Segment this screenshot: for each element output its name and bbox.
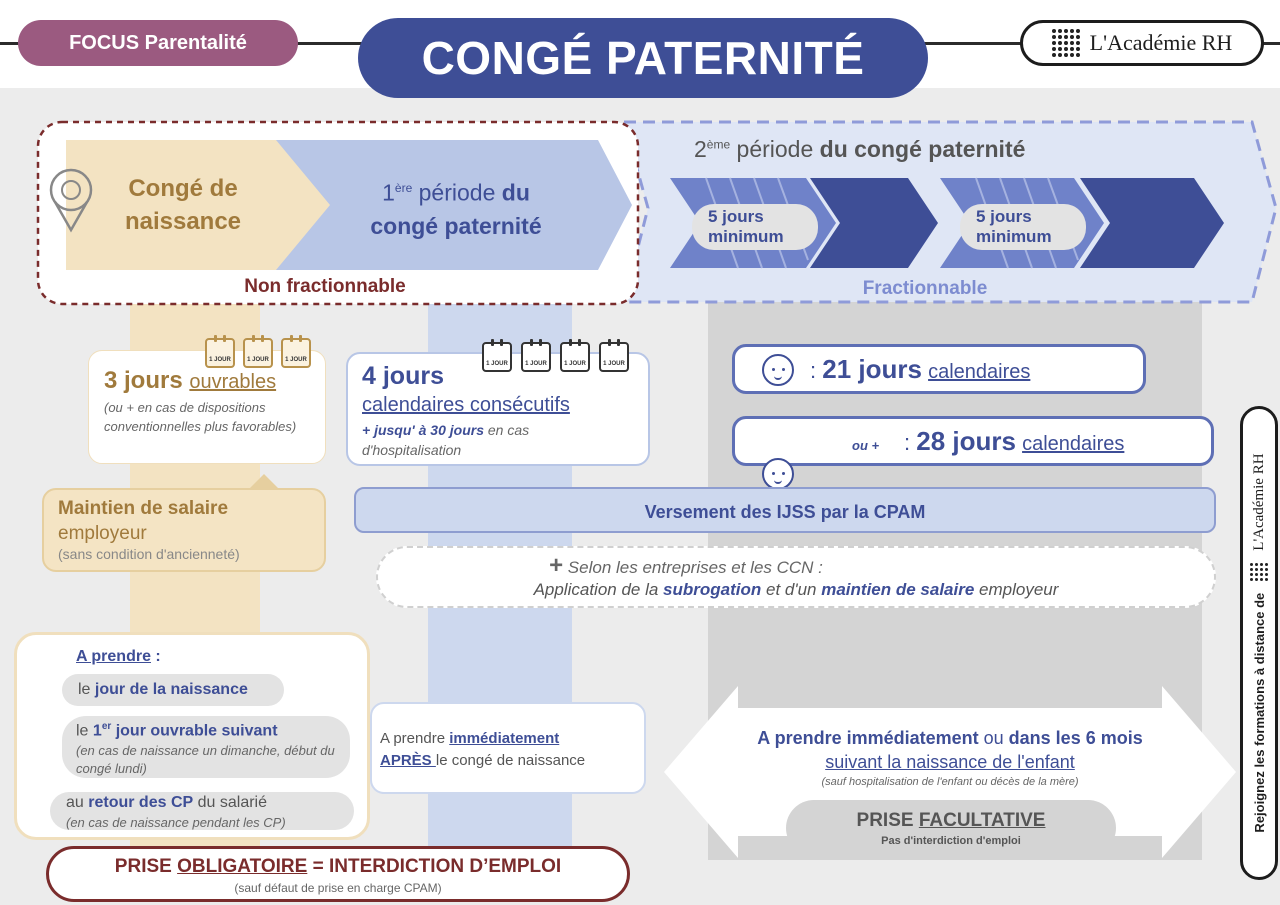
period1-days-subtitle: calendaires consécutifs [362,394,570,416]
calendar-icon: 1 JOUR [281,335,311,368]
side-banner-content: Rejoignez les formations à distance de L… [1250,408,1268,878]
option-next-workday-note: (en cas de naissance un dimanche, début … [76,743,335,776]
period2-take-note: (sauf hospitalisation de l'enfant ou déc… [821,776,1079,788]
ccn-line2: Application de la subrogation et d'un ma… [533,580,1059,599]
birth-leave-shape [66,140,330,270]
option-birth-day-text: le jour de la naissance [78,681,248,698]
salary-card [42,488,326,572]
optional-note: Pas d'interdiction d'emploi [881,835,1021,847]
salary-subtitle: employeur [58,523,147,544]
ccn-banner [376,546,1216,608]
birth-days-note: (ou + en cas de dispositions conventionn… [104,400,297,434]
calendar-icon: 1 JOUR [521,339,551,372]
calendar-icon: 1 JOUR [560,339,590,372]
multiple-birth-or: ou + [852,438,880,453]
salary-note: (sans condition d'ancienneté) [58,546,240,562]
calendar-icon: 1 JOUR [482,339,512,372]
period1-days-note: + jusqu' à 30 jours en cas d'hospitalisa… [362,422,530,458]
option-next-workday [62,716,350,778]
segment2-arrow [1080,178,1224,268]
segment2-label: 5 jours minimum [960,204,1086,250]
option-after-cp-text: au retour des CP du salarié [66,794,267,811]
brand-logo: L'Académie RH [1020,20,1264,66]
option-after-cp-note: (en cas de naissance pendant les CP) [66,815,286,830]
salary-pointer [248,474,280,490]
calendar-icons-4: 1 JOUR 1 JOUR 1 JOUR 1 JOUR [482,339,629,372]
period1-arrow [276,140,632,270]
dots-logo-icon [1250,562,1268,581]
period2-label: 2ème période du congé paternité [694,136,1026,162]
option-birth-day [62,674,284,706]
mandatory-note: (sauf défaut de prise en charge CPAM) [234,881,442,895]
birth-days-card [88,350,326,464]
optional-badge [786,800,1116,856]
side-banner-logo: L'Académie RH [1250,453,1267,551]
baby-icon [762,458,794,490]
brand-name: L'Académie RH [1089,30,1233,55]
single-birth-text: : 21 jours calendaires [810,354,1031,384]
option-after-cp [50,792,354,830]
non-fractionnable-label: Non fractionnable [244,276,406,297]
birth-leave-label: Congé de naissance [124,175,242,235]
ijss-text: Versement des IJSS par la CPAM [644,502,926,522]
birth-days-title: 3 jours ouvrables [104,367,277,394]
calendar-icon: 1 JOUR [205,335,235,368]
single-birth-card [732,344,1146,394]
mandatory-banner [46,846,630,902]
segment1-label: 5 jours minimum [692,204,818,250]
option-next-workday-text: le 1er jour ouvrable suivant [76,721,278,740]
side-banner-text: Rejoignez les formations à distance de [1251,592,1267,833]
baby-icon [762,354,794,386]
calendar-icon: 1 JOUR [599,339,629,372]
fractionnable-label: Fractionnable [862,278,988,299]
calendar-icon: 1 JOUR [243,335,273,368]
side-banner[interactable] [1240,406,1278,880]
salary-title: Maintien de salaire [58,498,229,519]
mandatory-title: PRISE OBLIGATOIRE = INTERDICTION D’EMPLO… [114,856,562,877]
plus-icon: + [549,552,564,579]
take-when-title: A prendre : [76,648,161,665]
period1-take-card [370,702,646,794]
multiple-birth-text: : 28 jours calendaires [904,426,1125,456]
period2-take-text: A prendre immédiatement ou dans les 6 mo… [757,728,1143,772]
multiple-birth-card [732,416,1214,466]
focus-badge: FOCUS Parentalité [18,20,298,66]
segment1-arrow [810,178,938,268]
page-title: CONGÉ PATERNITÉ [358,18,928,98]
ccn-line1: + Selon les entreprises et les CCN : [549,552,823,579]
period1-days-title: 4 jours [362,362,444,390]
location-baby-icon [49,168,93,212]
calendar-icons-3: 1 JOUR 1 JOUR 1 JOUR [205,335,311,368]
ijss-banner [354,487,1216,533]
optional-title: PRISE FACULTATIVE [856,810,1046,831]
dots-logo-icon [1051,29,1080,57]
timeline-diagram [36,120,1278,306]
